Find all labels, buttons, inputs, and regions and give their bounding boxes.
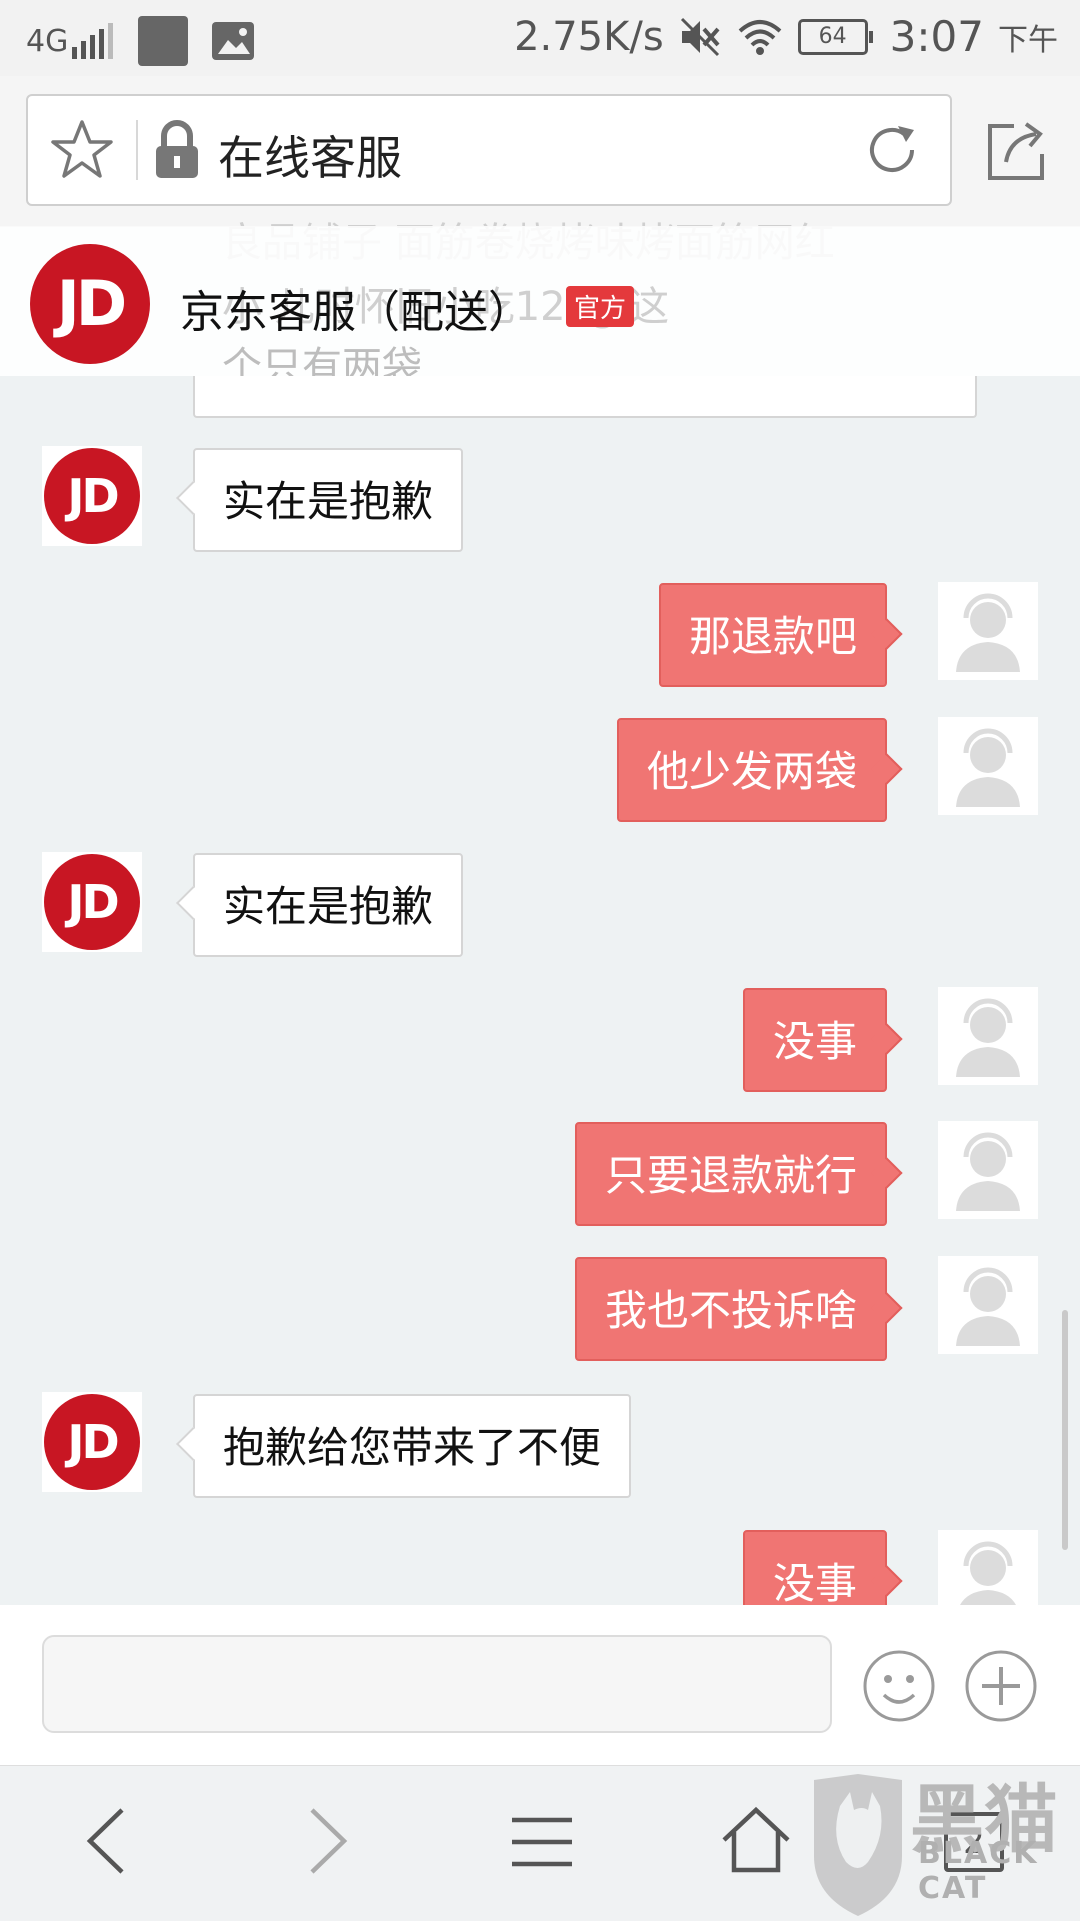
status-bar: 4G 2.75K/s 64 3:07 下午 (0, 0, 1080, 76)
mute-icon (680, 17, 720, 56)
user-avatar-icon[interactable] (938, 1530, 1038, 1605)
app-notification-icon (138, 16, 189, 66)
forward-icon[interactable] (302, 1806, 352, 1876)
menu-icon[interactable] (510, 1814, 574, 1870)
user-avatar-icon[interactable] (938, 987, 1038, 1085)
message-bubble-agent[interactable]: 实在是抱歉 (193, 448, 464, 552)
message-bubble-agent[interactable]: 抱歉给您带来了不便 (193, 1394, 632, 1498)
home-icon[interactable] (720, 1806, 792, 1874)
message-input[interactable] (42, 1635, 832, 1733)
chat-scrollbar[interactable] (1062, 1310, 1068, 1550)
refresh-icon[interactable] (862, 120, 922, 180)
plus-icon[interactable] (964, 1649, 1038, 1723)
agent-name: 京东客服（配送） (180, 287, 532, 338)
black-cat-logo-icon (814, 1774, 902, 1916)
previous-message-bubble (193, 376, 977, 418)
agent-avatar[interactable]: JD (42, 446, 142, 546)
browser-address-bar: 在线客服 (0, 76, 1080, 227)
official-badge: 官方 (566, 286, 635, 327)
back-icon[interactable] (82, 1806, 132, 1876)
url-divider (136, 120, 138, 180)
watermark-cn: 黑猫 (910, 1777, 1058, 1863)
signal-icon (72, 23, 114, 59)
message-bubble-agent[interactable]: 实在是抱歉 (193, 853, 464, 957)
chat-clip: 没事 (0, 1520, 1080, 1605)
network-type: 4G (26, 23, 69, 59)
network-speed: 2.75K/s (514, 13, 664, 60)
user-avatar-icon[interactable] (938, 582, 1038, 680)
battery-indicator: 64 (797, 18, 873, 55)
message-bubble-user[interactable]: 那退款吧 (658, 583, 887, 687)
message-bubble-user[interactable]: 没事 (742, 988, 887, 1092)
clock: 3:07 (889, 12, 984, 61)
message-bubble-user[interactable]: 没事 (742, 1530, 887, 1605)
message-bubble-user[interactable]: 只要退款就行 (574, 1122, 887, 1226)
tabs-icon[interactable]: 2 (944, 1812, 1004, 1872)
user-avatar-icon[interactable] (938, 1256, 1038, 1354)
message-bubble-user[interactable]: 我也不投诉啥 (574, 1257, 887, 1361)
user-avatar-icon[interactable] (938, 717, 1038, 815)
wifi-icon (738, 19, 782, 55)
browser-nav-bar: 2 黑猫 BLACK CAT (0, 1765, 1080, 1921)
clock-ampm: 下午 (998, 22, 1058, 58)
share-icon[interactable] (984, 118, 1050, 184)
star-icon[interactable] (50, 118, 114, 182)
agent-avatar[interactable]: JD (42, 852, 142, 952)
message-bubble-user[interactable]: 他少发两袋 (616, 718, 887, 822)
chat-header: 小 儿时怀旧小吃120g 这 个只有两袋 JD 京东客服（配送） 官方 (0, 226, 1080, 390)
agent-avatar-header[interactable]: JD (30, 244, 150, 364)
page-title: 在线客服 (218, 131, 402, 185)
url-box[interactable]: 在线客服 (26, 94, 952, 206)
message-input-bar (0, 1605, 1080, 1765)
image-icon (212, 22, 255, 60)
watermark-en: BLACK CAT (918, 1836, 1039, 1906)
lock-icon (156, 120, 198, 178)
user-avatar-icon[interactable] (938, 1121, 1038, 1219)
emoji-icon[interactable] (862, 1649, 936, 1723)
agent-avatar[interactable]: JD (42, 1392, 142, 1492)
